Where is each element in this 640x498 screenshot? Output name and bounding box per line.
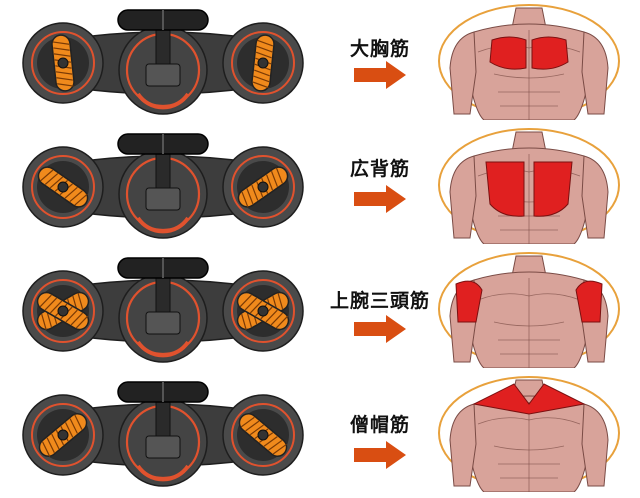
right-arm [581,403,609,487]
grip-handle [51,34,75,92]
grip-handle [238,413,288,457]
right-arm [581,31,609,115]
muscle-label: 上腕三頭筋 [330,290,431,312]
side-disc-ring [231,279,295,343]
highlight-chest-left [489,36,527,70]
side-disc-ring [31,403,95,467]
exercise-row-4: 僧帽筋 [0,372,640,496]
muscle-label: 大胸筋 [349,38,410,60]
grip-handle [236,291,290,331]
left-arm [449,31,477,115]
side-disc-ring [31,279,95,343]
highlight-triceps-left [455,280,483,323]
muscle-label: 僧帽筋 [349,414,410,436]
highlight-trapezius [472,383,586,415]
arrow-right-icon [354,441,406,469]
pushup-board-image [22,9,304,115]
pushup-board-image [22,381,304,487]
muscle-diagram-triceps [438,252,620,368]
arrow-right-icon [354,61,406,89]
side-disc-ring [231,31,295,95]
left-arm [449,155,477,239]
left-arm [449,403,477,487]
highlight-chest-right [531,36,569,70]
muscle-diagram-lats [438,128,620,244]
highlight-lat-left [485,161,525,217]
side-disc-ring [231,403,295,467]
side-disc-ring [31,31,95,95]
muscle-diagram-chest [438,4,620,120]
exercise-row-2: 広背筋 [0,124,640,248]
grip-handle [38,413,88,457]
side-disc-ring [231,155,295,219]
exercise-row-3: 上腕三頭筋 [0,248,640,372]
muscle-label: 広背筋 [349,158,410,180]
arrow-right-icon [354,185,406,213]
highlight-lat-right [533,161,573,217]
pushup-board-image [22,133,304,239]
grip-handle [37,166,89,208]
highlight-triceps-right [575,280,603,323]
muscle-diagram-trapezius [438,376,620,492]
arrow-right-icon [354,315,406,343]
side-disc-ring [31,155,95,219]
pushup-board-image [22,257,304,363]
right-arm [581,155,609,239]
grip-handle [251,34,275,92]
grip-handle [36,291,90,331]
exercise-row-1: 大胸筋 [0,0,640,124]
grip-handle [237,166,289,208]
